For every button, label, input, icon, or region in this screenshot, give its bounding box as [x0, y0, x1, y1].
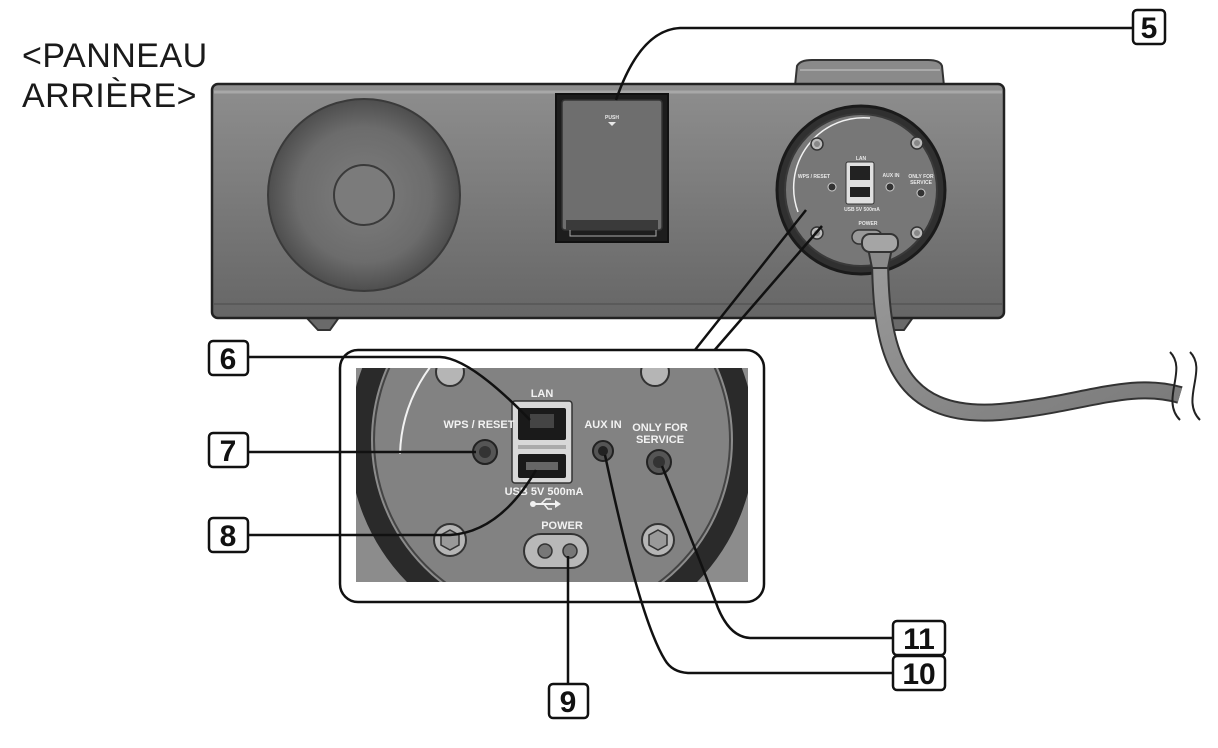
callout-7-number: 7 [220, 435, 237, 468]
zoom-line-right [705, 225, 823, 361]
back-wps-label: WPS / RESET [798, 174, 830, 180]
top-handle [793, 59, 946, 87]
back-service-label: SERVICE [910, 180, 933, 186]
back-power-label: POWER [859, 221, 878, 227]
wps-reset-label: WPS / RESET [444, 419, 515, 431]
cut-mark-icon [1169, 351, 1201, 421]
push-arrow-icon [608, 122, 616, 126]
service-jack [646, 449, 672, 475]
callout-9-number: 9 [560, 686, 577, 719]
callout-8-number: 8 [220, 520, 237, 553]
usb-port [518, 454, 566, 478]
rear-connector-panel: LAN WPS / RESET AUX IN ONLY FOR SERVICE … [775, 104, 947, 276]
leader-10 [603, 454, 893, 675]
usb-label: USB 5V 500mA [505, 486, 584, 498]
callout-8: 8 [207, 516, 250, 554]
title-line-1: <PANNEAU [22, 37, 208, 75]
back-aux-label: AUX IN [883, 173, 900, 179]
callout-11: 11 [891, 619, 947, 657]
leader-5 [614, 26, 1133, 101]
push-compartment: PUSH [555, 93, 669, 243]
callout-5-number: 5 [1141, 12, 1158, 45]
leader-11 [660, 465, 893, 640]
screw-icon [810, 136, 924, 240]
usb-symbol-icon [530, 498, 561, 510]
power-inlet [523, 533, 589, 569]
callout-7: 7 [207, 431, 250, 469]
callout-10: 10 [891, 654, 947, 692]
power-cord [861, 233, 1183, 422]
lan-label: LAN [531, 388, 554, 400]
callout-6-number: 6 [220, 343, 237, 376]
callout-10-number: 10 [902, 658, 935, 691]
aux-in-jack [592, 440, 614, 462]
wps-reset-button [472, 439, 498, 465]
leader-6 [248, 355, 531, 421]
detail-zoom-panel: LAN WPS / RESET AUX IN ONLY FOR SERVICE … [338, 348, 766, 604]
push-label: PUSH [605, 115, 619, 121]
callout-11-number: 11 [903, 623, 935, 656]
callout-5: 5 [1131, 8, 1167, 46]
power-label: POWER [541, 520, 583, 532]
back-usb-label: USB 5V 500mA [844, 207, 880, 213]
leader-8 [248, 469, 538, 537]
passive-radiator [267, 98, 461, 292]
diagram-title: <PANNEAU ARRIÈRE> [22, 36, 208, 116]
back-only-for-label: ONLY FOR [908, 174, 934, 180]
back-lan-label: LAN [856, 156, 867, 162]
service-label: SERVICE [636, 434, 684, 446]
callout-6: 6 [207, 339, 250, 377]
zoom-line-left [686, 209, 807, 361]
callout-9: 9 [547, 682, 590, 720]
aux-in-label: AUX IN [584, 419, 621, 431]
title-line-2: ARRIÈRE> [22, 77, 197, 115]
only-for-label: ONLY FOR [632, 422, 688, 434]
leader-lines [248, 26, 1133, 684]
